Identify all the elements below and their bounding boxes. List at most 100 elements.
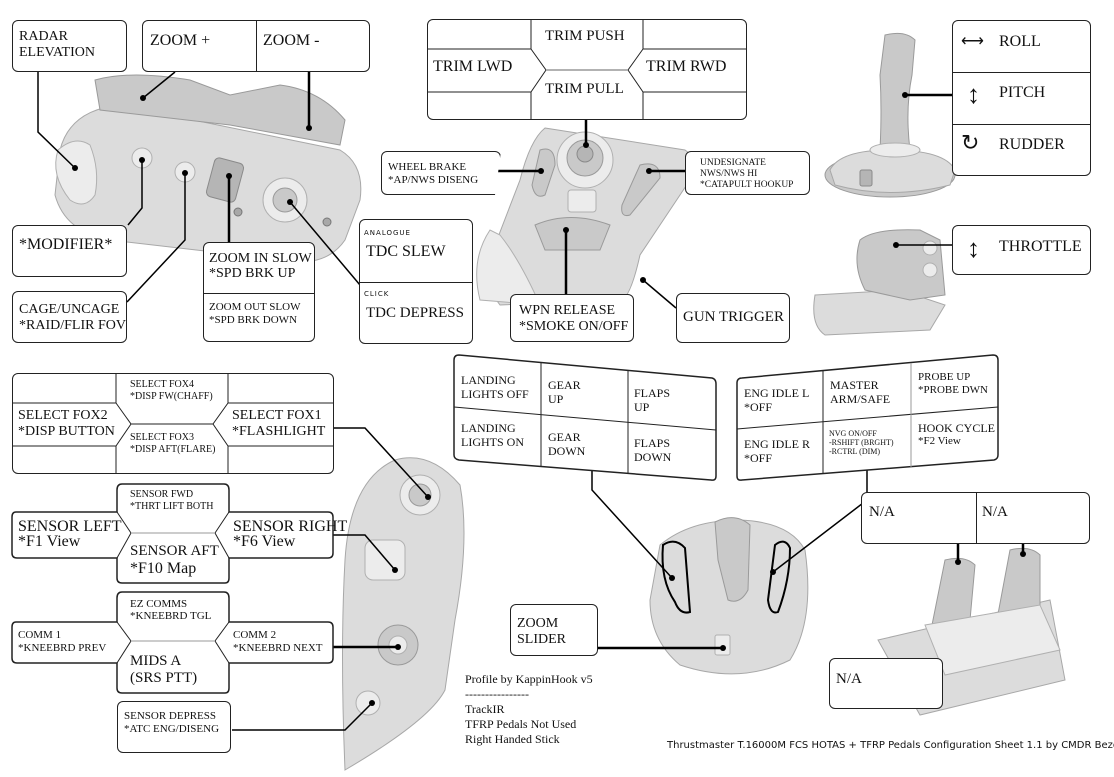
- mids-a-label: MIDS A: [130, 653, 182, 669]
- tdc-slew-label: TDC SLEW: [366, 243, 446, 260]
- gear-down-label: GEAR: [548, 430, 581, 444]
- rudder-axis-label: N/A: [836, 671, 862, 687]
- stick-base-image: [649, 517, 809, 675]
- probe-down-label: *PROBE DWN: [918, 384, 988, 396]
- sensor-fwd-label: SENSOR FWD: [130, 489, 194, 500]
- trim-hat-grid: [428, 20, 746, 119]
- eng-idle-r-modifier-label: *OFF: [744, 451, 773, 465]
- comm1-label: COMM 1: [18, 629, 62, 641]
- comm2-label: COMM 2: [233, 629, 277, 641]
- note-trackir: TrackIR: [465, 702, 505, 716]
- trim-rwd-label: TRIM RWD: [646, 58, 727, 75]
- roll-arrow-icon: ⟷: [961, 33, 984, 50]
- fox3-modifier-label: *DISP AFT(FLARE): [130, 444, 216, 455]
- analogue-tag: ANALOGUE: [364, 229, 411, 237]
- wheel-brake-box: WHEEL BRAKE *AP/NWS DISENG: [381, 151, 501, 195]
- zoom-plus-label: ZOOM +: [150, 32, 211, 49]
- landing-lights-off-label-2: LIGHTS OFF: [461, 387, 529, 401]
- landing-lights-on-label: LANDING: [461, 421, 516, 435]
- wpn-release-label: WPN RELEASE: [519, 303, 616, 318]
- radar-elevation-box: RADAR ELEVATION: [12, 20, 127, 72]
- sensor-aft-modifier-label: *F10 Map: [130, 560, 197, 577]
- nvg-brighten-label: -RSHIFT (BRGHT): [829, 438, 894, 447]
- sensor-left-modifier-label: *F1 View: [18, 533, 81, 550]
- note-pedals: TFRP Pedals Not Used: [465, 717, 577, 731]
- flaps-up-label: FLAPS: [634, 386, 671, 400]
- fox4-label: SELECT FOX4: [130, 379, 194, 390]
- fox1-label: SELECT FOX1: [232, 408, 322, 423]
- modifier-label: *MODIFIER*: [19, 236, 113, 253]
- note-handedness: Right Handed Stick: [465, 732, 560, 746]
- divider: [256, 21, 257, 71]
- divider: [953, 124, 1090, 125]
- sensor-right-label: SENSOR RIGHT: [233, 518, 348, 535]
- zoom-minus-label: ZOOM -: [263, 32, 320, 49]
- left-toe-brake-label: N/A: [869, 504, 895, 520]
- gun-trigger-box: GUN TRIGGER: [676, 293, 790, 343]
- radar-elevation-label-2: ELEVATION: [19, 45, 95, 60]
- nvg-dim-label: -RCTRL (DIM): [829, 447, 881, 456]
- toe-brakes-box: N/A N/A: [861, 492, 1090, 544]
- comm2-modifier-label: *KNEEBRD NEXT: [233, 642, 323, 654]
- zoom-slider-label: ZOOM: [517, 616, 559, 631]
- gear-up-label-2: UP: [548, 392, 564, 406]
- zoom-buttons-box: ZOOM + ZOOM -: [142, 20, 370, 72]
- sheet-footer: Thrustmaster T.16000M FCS HOTAS + TFRP P…: [667, 740, 1114, 751]
- landing-lights-off-label: LANDING: [461, 373, 516, 387]
- wheel-brake-modifier-label: *AP/NWS DISENG: [388, 174, 479, 186]
- sensor-depress-box: SENSOR DEPRESS *ATC ENG/DISENG: [117, 701, 231, 753]
- pitch-arrow-icon: ↕: [967, 80, 980, 109]
- sensor-right-modifier-label: *F6 View: [233, 533, 296, 550]
- rudder-label: RUDDER: [999, 136, 1065, 153]
- fox-hat-box: SELECT FOX4 *DISP FW(CHAFF) SELECT FOX2 …: [12, 373, 334, 474]
- cage-uncage-label: CAGE/UNCAGE: [19, 302, 120, 317]
- flaps-down-label-2: DOWN: [634, 450, 672, 464]
- notes-separator: ----------------: [465, 687, 529, 701]
- fox3-label: SELECT FOX3: [130, 432, 194, 443]
- trim-lwd-label: TRIM LWD: [433, 58, 513, 75]
- radar-elevation-label: RADAR: [19, 29, 69, 44]
- zoom-in-slow-modifier-label: *SPD BRK UP: [209, 266, 296, 281]
- divider: [953, 72, 1090, 73]
- divider: [976, 493, 977, 543]
- zoom-out-slow-label: ZOOM OUT SLOW: [209, 301, 301, 313]
- rudder-axis-box: N/A: [829, 658, 943, 709]
- divider: [204, 293, 314, 294]
- ez-comms-label: EZ COMMS: [130, 598, 188, 610]
- eng-idle-l-label: ENG IDLE L: [744, 386, 810, 400]
- trim-push-label: TRIM PUSH: [545, 28, 625, 44]
- zoom-slider-box: ZOOM SLIDER: [510, 604, 598, 656]
- rudder-rotate-icon: ↻: [961, 130, 980, 155]
- zoom-slider-label-2: SLIDER: [517, 632, 566, 647]
- undesignate-label: UNDESIGNATE: [700, 158, 766, 168]
- eng-idle-r-label: ENG IDLE R: [744, 437, 810, 451]
- comm1-modifier-label: *KNEEBRD PREV: [18, 642, 107, 654]
- zoom-slow-box: ZOOM IN SLOW *SPD BRK UP ZOOM OUT SLOW *…: [203, 242, 315, 342]
- profile-notes: Profile by KappinHook v5 ---------------…: [465, 672, 593, 747]
- catapult-hookup-label: *CATAPULT HOOKUP: [700, 180, 794, 190]
- wheel-brake-label: WHEEL BRAKE: [388, 161, 467, 173]
- zoom-in-slow-label: ZOOM IN SLOW: [209, 251, 312, 266]
- master-arm-label: MASTER: [830, 378, 879, 392]
- master-arm-label-2: ARM/SAFE: [830, 392, 891, 406]
- fox4-modifier-label: *DISP FW(CHAFF): [130, 391, 213, 402]
- sensor-left-label: SENSOR LEFT: [18, 518, 122, 535]
- gun-trigger-label: GUN TRIGGER: [683, 309, 784, 325]
- hook-cycle-modifier-label: *F2 View: [918, 435, 961, 447]
- joystick-image: [824, 32, 956, 198]
- click-tag: CLICK: [364, 290, 390, 298]
- eng-idle-l-modifier-label: *OFF: [744, 400, 773, 414]
- stick-axes-box: ⟷ ROLL ↕ PITCH ↻ RUDDER: [952, 20, 1091, 176]
- smoke-label: *SMOKE ON/OFF: [519, 319, 629, 334]
- probe-up-label: PROBE UP: [918, 371, 971, 383]
- gear-up-label: GEAR: [548, 378, 581, 392]
- callout-leaders: [37, 71, 1026, 731]
- flaps-down-label: FLAPS: [634, 436, 671, 450]
- wpn-release-box: WPN RELEASE *SMOKE ON/OFF: [510, 294, 634, 342]
- trim-pull-label: TRIM PULL: [545, 81, 624, 97]
- right-toe-brake-label: N/A: [982, 504, 1008, 520]
